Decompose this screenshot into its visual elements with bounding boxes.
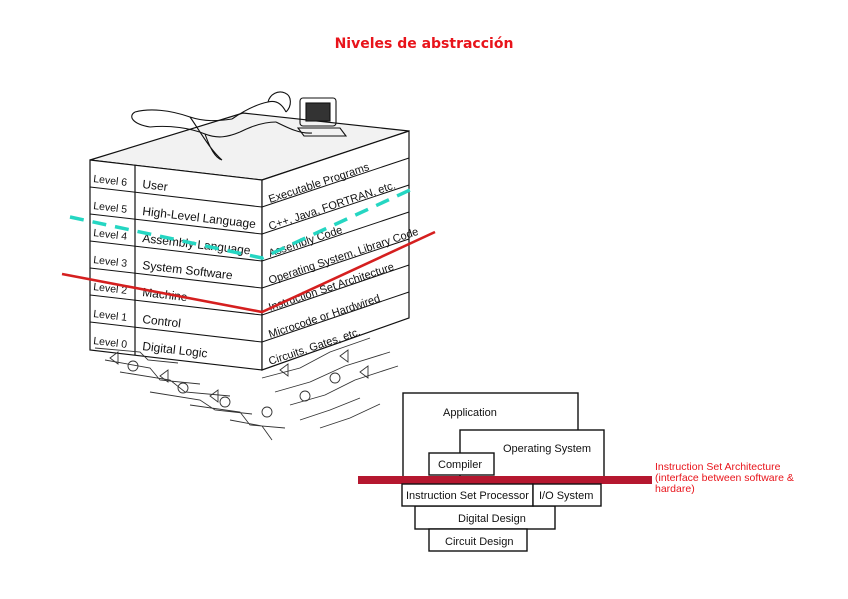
compiler-label: Compiler xyxy=(438,459,482,471)
level-block xyxy=(89,112,410,371)
isa-red-line xyxy=(61,230,436,314)
isa-note: Instruction Set Architecture (interface … xyxy=(655,462,805,495)
io-label: I/O System xyxy=(539,490,593,502)
isp-label: Instruction Set Processor xyxy=(406,490,529,502)
level-label-4: Level 4 xyxy=(93,227,128,243)
level-label-5: Level 5 xyxy=(93,200,128,216)
level-name-6: User xyxy=(142,177,169,194)
circuit-design-label: Circuit Design xyxy=(445,536,513,548)
isa-note-line-1: Instruction Set Architecture xyxy=(655,461,781,473)
level-label-6: Level 6 xyxy=(93,173,128,189)
compiler-box xyxy=(428,452,495,476)
isa-note-line-3: hardare) xyxy=(655,483,695,495)
level-row-lines xyxy=(89,157,410,343)
user-illustration xyxy=(131,91,348,161)
circuit-pattern xyxy=(94,337,399,441)
os-label: Operating System xyxy=(503,443,591,455)
application-label: Application xyxy=(443,407,497,419)
dashed-cyan-line xyxy=(69,188,411,260)
isa-note-line-2: (interface between software & xyxy=(655,472,794,484)
isa-bar xyxy=(358,476,652,484)
level-name-1: Control xyxy=(142,312,182,330)
page-title: Niveles de abstracción xyxy=(334,36,514,52)
level-label-3: Level 3 xyxy=(93,254,128,270)
level-label-0: Level 0 xyxy=(93,335,128,351)
circuit-design-box xyxy=(428,528,528,552)
digital-design-label: Digital Design xyxy=(458,513,526,525)
stack-diagram xyxy=(402,392,605,479)
level-label-1: Level 1 xyxy=(93,308,128,324)
io-box xyxy=(532,483,602,507)
